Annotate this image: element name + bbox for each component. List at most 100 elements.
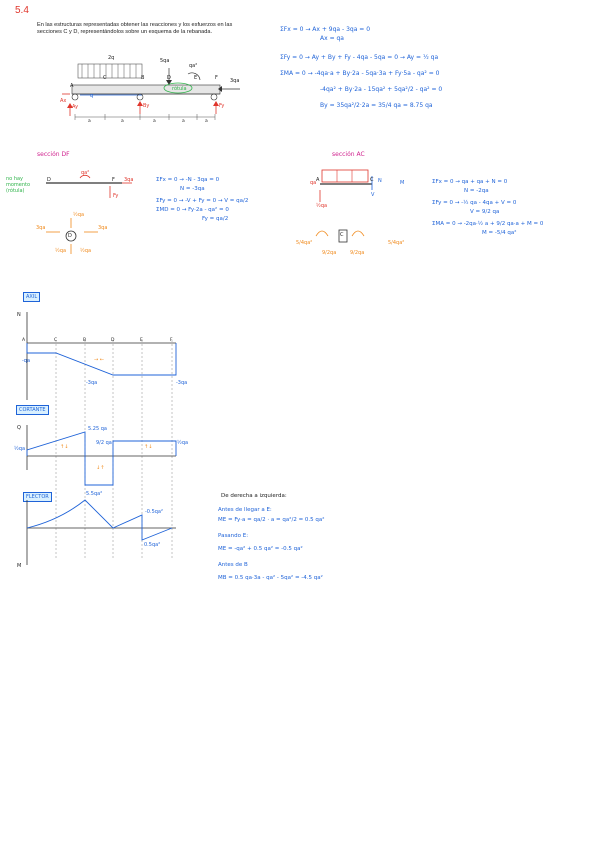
point-C: C — [103, 75, 107, 81]
df-eq-2: N = -3qa — [180, 186, 205, 192]
df-section-node — [65, 230, 77, 242]
df-eq-4: ΣMD = 0 → Fy·2a - qa² = 0 — [156, 207, 229, 213]
ac-node-moment-left: 5/4qa² — [296, 240, 313, 246]
problem-number: 5.4 — [15, 5, 29, 16]
ac-eq-3: ΣFy = 0 → -½ qa - 4qa + V = 0 — [432, 200, 517, 206]
mn-line-3: Pasando E: — [218, 533, 249, 539]
axis-N: N — [17, 312, 21, 318]
ac-node-shear-right: 9/2qa — [350, 250, 365, 256]
ac-section-node — [338, 229, 348, 243]
df-node-N-right: 3qa — [98, 225, 108, 231]
eq-top-4: ΣMA = 0 → -4qa·a + By·2a - 5qa·3a + Fy·5… — [280, 70, 440, 77]
df-label-qa2: qa² — [81, 170, 90, 176]
axis-M: M — [17, 563, 22, 569]
eq-top-6: By = 35qa²/2·2a = 35/4 qa = 8.75 qa — [320, 102, 433, 109]
diag-point-B: B — [83, 338, 87, 343]
cortante-top-value: 5.25 qa — [88, 426, 107, 432]
ac-label-M: M — [400, 180, 405, 186]
label-5qa: 5qa — [160, 58, 170, 64]
section-DF-title: sección DF — [37, 151, 70, 158]
flector-right-top: -0.5qa² — [145, 509, 163, 515]
section-AC-title: sección AC — [332, 151, 365, 158]
mn-line-5: Antes de B — [218, 562, 248, 568]
label-Ay: Ay — [72, 104, 79, 110]
moment-notes-title: De derecha a izquierda: — [221, 493, 287, 499]
df-node-V-top: ½qa — [73, 212, 85, 218]
equations-top: ΣFx = 0 → Ax + 9qa - 3qa = 0 Ax = qa ΣFy… — [280, 25, 442, 110]
ac-node-moment-right: 5/4qa² — [388, 240, 405, 246]
df-label-D: D — [47, 177, 51, 183]
eq-top-3: ΣFy = 0 → Ay + By + Fy - 4qa - 5qa = 0 →… — [280, 54, 439, 61]
point-D: D — [167, 75, 171, 81]
dim-5: a — [205, 119, 208, 124]
section-AC-equations: ΣFx = 0 → qa + qa + N = 0 N = -2qa ΣFy =… — [432, 178, 543, 238]
point-B: B — [141, 75, 145, 81]
ac-node-label: C — [340, 232, 344, 238]
support-A — [71, 93, 79, 101]
ac-label-N: N — [378, 178, 382, 184]
applied-moment — [187, 72, 201, 81]
statement-line-1: En las estructuras representadas obtener… — [37, 22, 233, 28]
dim-3: a — [153, 119, 156, 124]
df-eq-5: Fy = qa/2 — [202, 216, 229, 222]
flector-peak-value: 5.5qa² — [86, 491, 103, 497]
eq-top-2: Ax = qa — [320, 35, 344, 42]
tag-cortante: CORTANTE — [16, 405, 49, 415]
diag-point-E: E — [140, 338, 143, 343]
distributed-load-2q — [77, 63, 143, 79]
eq-top-5: -4qa² + By·2a - 15qa² + 5qa²/2 - qa² = 0 — [320, 86, 443, 93]
df-node-N-left: 3qa — [36, 225, 46, 231]
distributed-load-arrows — [81, 64, 137, 78]
note-line-2: momento — [6, 182, 31, 188]
axil-left-value: -qa — [22, 358, 31, 364]
axil-right-value: -3qa — [176, 380, 188, 386]
diag-point-A: A — [22, 338, 26, 343]
dim-2: a — [121, 119, 124, 124]
section-DF-note: no hay momento (rótula) — [6, 176, 30, 194]
eq-top-1: ΣFx = 0 → Ax + 9qa - 3qa = 0 — [280, 26, 371, 33]
label-By: By — [143, 103, 150, 109]
label-Fy: Fy — [219, 103, 225, 109]
tag-axil: AXIL — [23, 292, 41, 302]
note-line-1: no hay — [6, 176, 24, 182]
support-F — [210, 93, 218, 101]
tag-flector: FLECTOR — [23, 492, 52, 502]
ac-label-A: A — [316, 177, 320, 183]
point-E: E — [194, 75, 198, 81]
df-label-3qa: 3qa — [124, 177, 134, 183]
section-guides — [55, 340, 173, 560]
note-line-3: (rótula) — [6, 188, 25, 194]
label-qa2: qa² — [189, 63, 198, 69]
statement-line-2: secciones C y D, representándolos sobre … — [37, 29, 213, 35]
df-eq-3: ΣFy = 0 → -V + Fy = 0 → V = qa/2 — [156, 198, 249, 204]
ac-eq-4: V = 9/2 qa — [470, 209, 500, 215]
mn-line-2: ME = Fy·a = qa/2 · a = qa²/2 = 0.5 qa² — [218, 517, 325, 523]
ac-eq-6: M = -5/4 qa² — [482, 230, 517, 236]
rotula-marker — [163, 82, 193, 94]
axil-mid-value: -3qa — [86, 380, 98, 386]
df-label-Fy: Fy — [113, 193, 119, 199]
diag-point-F: F — [170, 338, 173, 343]
dim-1: a — [88, 119, 91, 124]
dim-4: a — [182, 119, 185, 124]
label-3qa: 3qa — [230, 78, 240, 84]
moment-notes: Antes de llegar a E: ME = Fy·a = qa/2 · … — [218, 505, 324, 583]
axil-arrows: → ← — [94, 357, 104, 363]
axil-curve — [26, 343, 177, 376]
support-B — [136, 93, 144, 101]
cortante-left-value: ½qa — [14, 446, 26, 452]
cortante-right-value: ½qa — [177, 440, 189, 446]
ac-label-C: C — [370, 177, 374, 183]
df-node-label: D — [68, 233, 72, 239]
cortante-sign-3: ↓↑ — [96, 465, 105, 471]
df-eq-1: ΣFx = 0 → -N - 3qa = 0 — [156, 177, 220, 183]
df-node-V-bottom: ½qa — [55, 248, 67, 254]
ac-label-qa: qa — [310, 180, 317, 186]
cortante-mid-value: 9/2 qa — [96, 440, 112, 446]
ac-label-half-qa: ½qa — [316, 203, 328, 209]
label-2q: 2q — [108, 55, 115, 61]
